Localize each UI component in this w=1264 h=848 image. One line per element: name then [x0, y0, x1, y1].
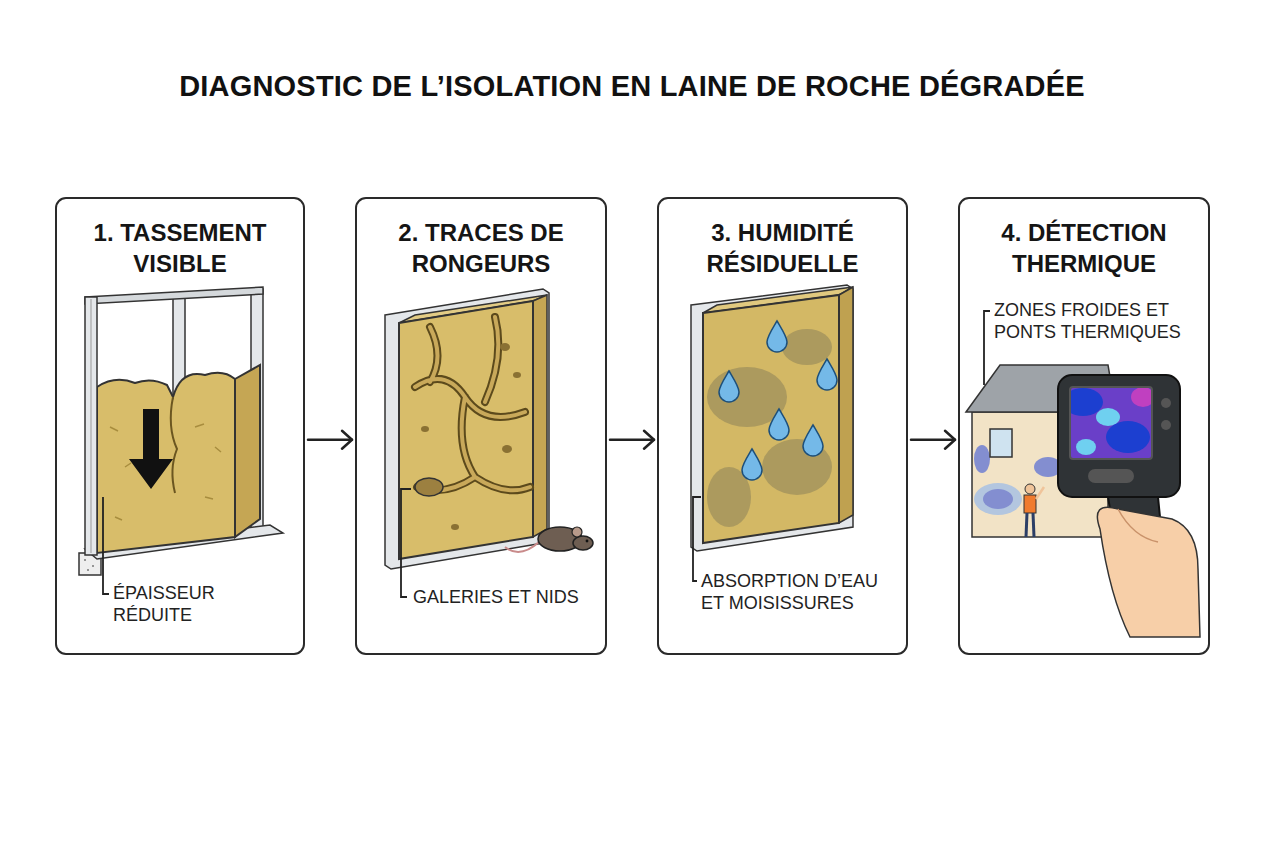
step-heading: 4. DÉTECTION THERMIQUE: [970, 217, 1198, 279]
callout-label: ABSORPTION D’EAU ET MOISISSURES: [701, 570, 896, 614]
flow-arrow: [308, 431, 352, 449]
diagram-title: DIAGNOSTIC DE L’ISOLATION EN LAINE DE RO…: [0, 70, 1264, 103]
thermal-illustration: [966, 311, 1200, 637]
callout-box: GALERIES ET NIDS: [413, 586, 598, 608]
moisture-illustration: [691, 285, 853, 581]
callout-box: ABSORPTION D’EAU ET MOISISSURES: [701, 570, 896, 614]
step-panel: 4. DÉTECTION THERMIQUE ZONES FROIDES ET P…: [958, 197, 1210, 655]
callout-label: GALERIES ET NIDS: [413, 586, 598, 608]
callout-label: ÉPAISSEUR RÉDUITE: [113, 582, 263, 626]
step-heading: 2. TRACES DE RONGEURS: [367, 217, 595, 279]
settling-illustration: [79, 287, 283, 594]
step-heading: 1. TASSEMENT VISIBLE: [67, 217, 293, 279]
flow-arrow: [610, 431, 654, 449]
step-heading: 3. HUMIDITÉ RÉSIDUELLE: [669, 217, 896, 279]
step-panel: 2. TRACES DE RONGEURS GALERIES ET NIDS: [355, 197, 607, 655]
step-panel: 3. HUMIDITÉ RÉSIDUELLE ABSORPTION D’EAU E…: [657, 197, 908, 655]
callout-box: ZONES FROIDES ET PONTS THERMIQUES: [994, 299, 1194, 343]
rodent-illustration: [385, 289, 593, 597]
callout-box: ÉPAISSEUR RÉDUITE: [113, 582, 263, 626]
step-panel: 1. TASSEMENT VISIBLE ÉPAISSEUR RÉDUITE: [55, 197, 305, 655]
flow-arrow: [911, 431, 955, 449]
callout-label: ZONES FROIDES ET PONTS THERMIQUES: [994, 299, 1194, 343]
